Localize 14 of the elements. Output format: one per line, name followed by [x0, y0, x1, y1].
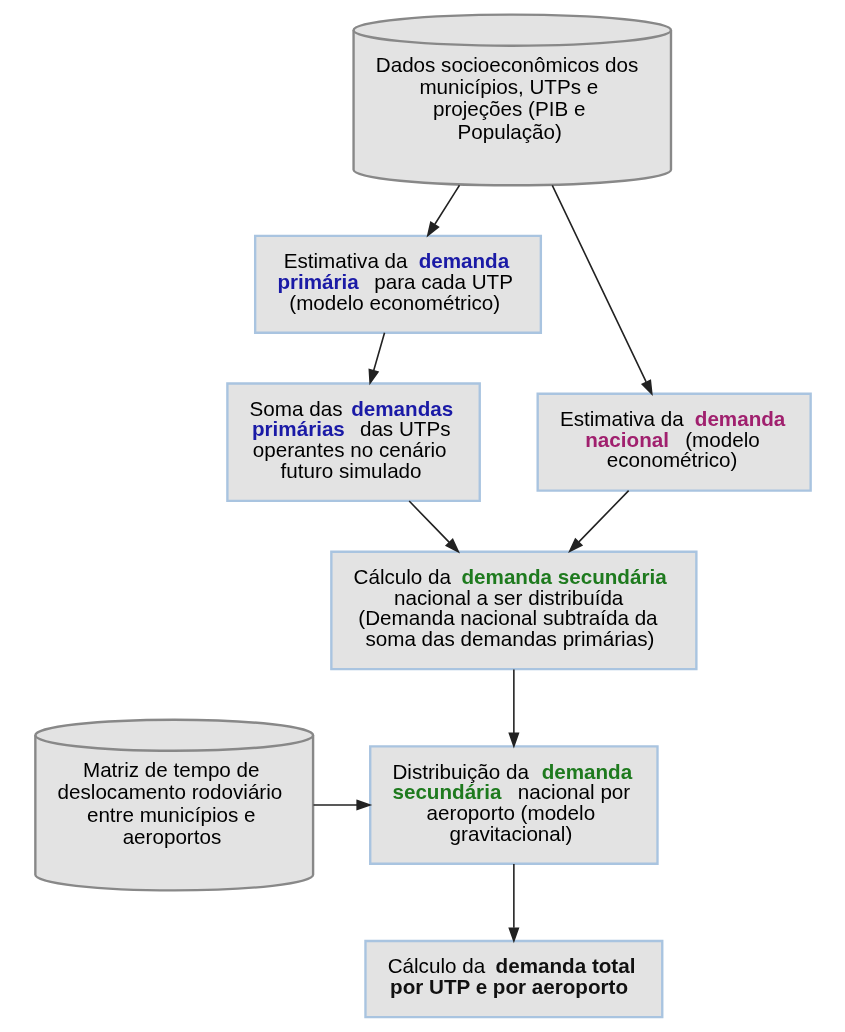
arrow [368, 331, 385, 386]
arrow [507, 863, 519, 944]
node-box: Cálculo da demanda total por UTP e por aeroporto [363, 939, 663, 1019]
arrow [507, 668, 519, 749]
node-box: Estimativa da demanda primária para cada UTP (modelo econométrico) [253, 234, 542, 334]
arrow [312, 799, 372, 811]
node-box: Distribuição da demanda secundária nacional por aeroporto (modelo gravitacional) [368, 745, 659, 865]
node-box: Cálculo da demanda secundária nacional a ser distribuída (Demanda nacional subtraída da soma das demandas primárias) [329, 550, 698, 671]
arrow [551, 184, 653, 396]
node-box: Estimativa da demanda nacional (modelo econométrico) [535, 392, 812, 492]
arrow [567, 489, 629, 554]
node-box: Soma das demandas primárias das UTPs operantes no cenário futuro simulado [225, 382, 481, 503]
arrow [426, 184, 460, 238]
arrow [407, 500, 460, 554]
